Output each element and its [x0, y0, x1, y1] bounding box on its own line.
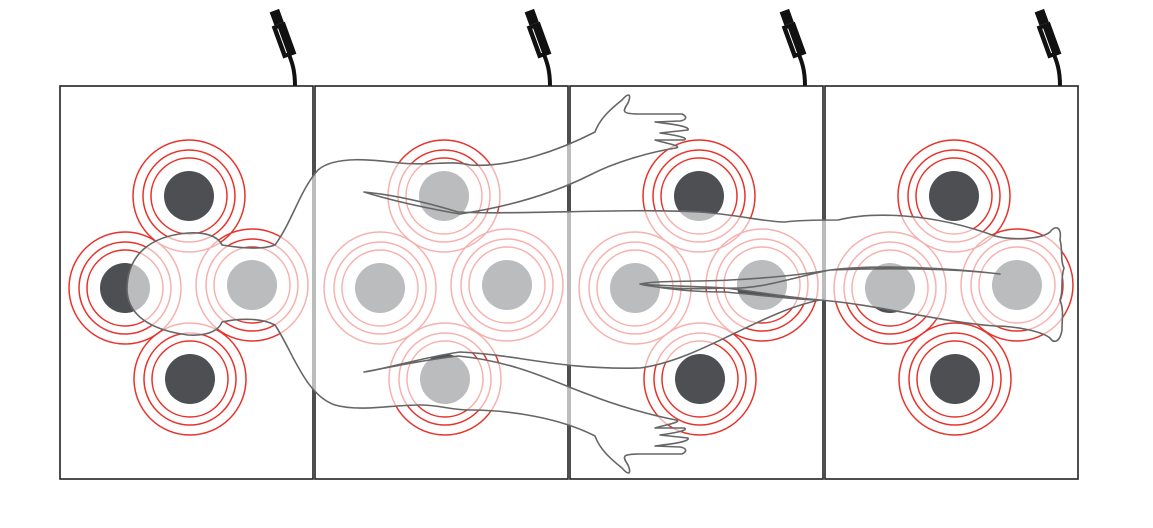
induction-coil — [898, 322, 1012, 436]
plug-tip — [779, 8, 794, 26]
coil-ring — [151, 340, 229, 418]
plug-highlight — [532, 28, 543, 54]
cable-icon — [541, 51, 552, 87]
power-plug — [269, 8, 297, 87]
coil-core — [165, 354, 215, 404]
plug-icon — [524, 8, 552, 59]
coil-core — [930, 354, 980, 404]
coil-ring — [908, 332, 1002, 426]
induction-coil — [642, 139, 756, 253]
coil-core — [929, 171, 979, 221]
power-plug — [779, 8, 807, 87]
plug-body — [781, 21, 807, 59]
cable-icon — [286, 51, 297, 87]
plug-body — [271, 21, 297, 59]
coil-core — [675, 354, 725, 404]
plug-body — [526, 21, 552, 59]
plug-highlight — [277, 28, 288, 54]
plug-tip — [269, 8, 284, 26]
induction-coil — [133, 322, 247, 436]
plug-tip — [1034, 8, 1049, 26]
coil-core — [674, 171, 724, 221]
power-cables — [269, 8, 1062, 87]
power-plug — [524, 8, 552, 87]
plug-body — [1036, 21, 1062, 59]
coil-ring — [916, 340, 994, 418]
human-body-silhouette — [126, 94, 1065, 474]
plug-icon — [779, 8, 807, 59]
power-plug — [1034, 8, 1062, 87]
induction-coil — [132, 139, 246, 253]
coil-ring — [898, 322, 1012, 436]
cable-icon — [1051, 51, 1062, 87]
plug-highlight — [1042, 28, 1053, 54]
plug-highlight — [787, 28, 798, 54]
cable-icon — [796, 51, 807, 87]
plug-icon — [269, 8, 297, 59]
plug-icon — [1034, 8, 1062, 59]
plug-tip — [524, 8, 539, 26]
coil-core — [164, 171, 214, 221]
